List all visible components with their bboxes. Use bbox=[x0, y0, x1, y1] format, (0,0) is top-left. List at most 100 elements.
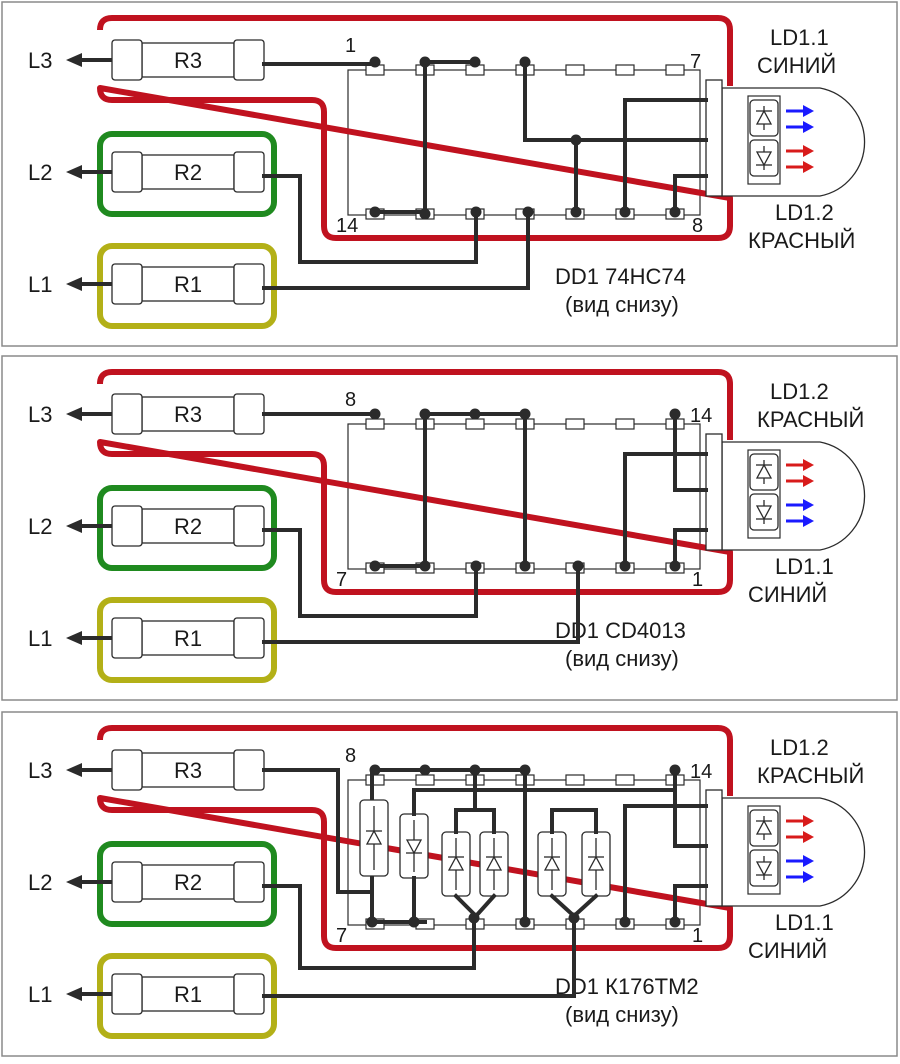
junction-dot bbox=[469, 56, 481, 68]
resistor-cap-left bbox=[111, 749, 143, 791]
junction-dot bbox=[519, 408, 531, 420]
pin-number-bottom-left: 14 bbox=[336, 215, 358, 237]
wire bbox=[262, 564, 580, 644]
junction-dot bbox=[470, 206, 482, 218]
wire bbox=[550, 808, 598, 834]
wire bbox=[262, 916, 576, 998]
resistor: R3 bbox=[111, 749, 265, 791]
diode bbox=[749, 809, 779, 847]
diode-triangle bbox=[447, 855, 465, 871]
resistor-label: R1 bbox=[174, 982, 202, 1007]
resistor: R3 bbox=[111, 39, 265, 81]
red-loop bbox=[97, 725, 733, 951]
pin-pad bbox=[565, 418, 585, 430]
wire bbox=[262, 884, 476, 970]
junction-dot bbox=[669, 560, 681, 572]
led-label-bottom: LD1.1 bbox=[775, 554, 834, 579]
junction-dot bbox=[469, 408, 481, 420]
pin-pad bbox=[615, 418, 635, 430]
chip-caption: DD1 К176ТМ2 bbox=[555, 974, 699, 999]
resistor-body bbox=[141, 396, 235, 432]
resistor: R2 bbox=[111, 861, 265, 903]
resistor-cap-left bbox=[111, 263, 143, 305]
resistor-body bbox=[141, 154, 235, 190]
junction-dot bbox=[519, 560, 531, 572]
resistor-cap-right bbox=[233, 617, 265, 659]
pin-pad bbox=[465, 418, 485, 430]
led-color-top: КРАСНЫЙ bbox=[757, 763, 864, 788]
led-label-bottom: LD1.2 bbox=[775, 200, 834, 225]
pin-number-top-right: 14 bbox=[690, 761, 712, 783]
wire bbox=[262, 174, 478, 264]
junction-dot bbox=[568, 912, 580, 924]
light-arrow-head bbox=[803, 815, 814, 827]
junction-dot bbox=[669, 916, 681, 928]
pin-number-top-right: 14 bbox=[690, 405, 712, 427]
output-label-l3: L3 bbox=[28, 48, 52, 73]
resistor-body bbox=[141, 976, 235, 1012]
led-flange bbox=[705, 79, 723, 197]
resistor-cap-right bbox=[233, 393, 265, 435]
resistor-cap-left bbox=[111, 151, 143, 193]
diode bbox=[399, 813, 429, 879]
wire bbox=[262, 210, 530, 290]
resistor-cap-right bbox=[233, 861, 265, 903]
output-label-l1: L1 bbox=[28, 272, 52, 297]
chip-caption: DD1 CD4013 bbox=[555, 618, 686, 643]
resistor-cap-left bbox=[111, 973, 143, 1015]
led-color-bottom: СИНИЙ bbox=[748, 938, 827, 963]
junction-dot bbox=[419, 764, 431, 776]
junction-dot bbox=[619, 206, 631, 218]
resistor-label: R2 bbox=[174, 160, 202, 185]
arrow-head bbox=[66, 631, 82, 645]
output-label-l1: L1 bbox=[28, 982, 52, 1007]
led-label-top: LD1.2 bbox=[770, 735, 829, 760]
junction-dot bbox=[470, 560, 482, 572]
chip-caption-sub: (вид снизу) bbox=[565, 292, 679, 317]
light-arrow-head bbox=[803, 499, 814, 511]
pin-pad bbox=[615, 64, 635, 76]
wire bbox=[623, 98, 708, 214]
resistor-cap-right bbox=[233, 39, 265, 81]
light-arrow-head bbox=[803, 515, 814, 527]
wire bbox=[623, 452, 708, 568]
light-arrow-head bbox=[803, 161, 814, 173]
diode bbox=[359, 799, 389, 877]
wire bbox=[262, 768, 374, 894]
led-frame bbox=[747, 805, 781, 895]
resistor-label: R3 bbox=[174, 402, 202, 427]
diode-triangle bbox=[543, 855, 561, 871]
junction-dot bbox=[669, 408, 681, 420]
led-frame bbox=[747, 449, 781, 539]
junction-dot bbox=[572, 560, 584, 572]
led-label-top: LD1.1 bbox=[770, 25, 829, 50]
junction-dot bbox=[369, 560, 381, 572]
pin-pad bbox=[365, 774, 385, 786]
resistor-label: R3 bbox=[174, 758, 202, 783]
wire bbox=[523, 60, 578, 214]
pin-number-top-right: 7 bbox=[690, 51, 701, 73]
led-label-bottom: LD1.1 bbox=[775, 910, 834, 935]
light-arrow-head bbox=[803, 831, 814, 843]
diode bbox=[749, 849, 779, 887]
diode-triangle bbox=[405, 839, 423, 855]
pin-pad bbox=[665, 64, 685, 76]
resistor: R1 bbox=[111, 263, 265, 305]
arrow-head bbox=[66, 519, 82, 533]
pin-pad bbox=[415, 774, 435, 786]
junction-dot bbox=[519, 56, 531, 68]
output-label-l2: L2 bbox=[28, 160, 52, 185]
resistor-cap-right bbox=[233, 505, 265, 547]
resistor-cap-left bbox=[111, 617, 143, 659]
resistor-label: R1 bbox=[174, 272, 202, 297]
arrow-head bbox=[66, 875, 82, 889]
led-flange bbox=[705, 789, 723, 907]
diode-triangle bbox=[365, 829, 383, 845]
pin-pad bbox=[565, 64, 585, 76]
resistor-label: R3 bbox=[174, 48, 202, 73]
wire bbox=[673, 528, 708, 568]
diode-triangle bbox=[755, 819, 773, 835]
